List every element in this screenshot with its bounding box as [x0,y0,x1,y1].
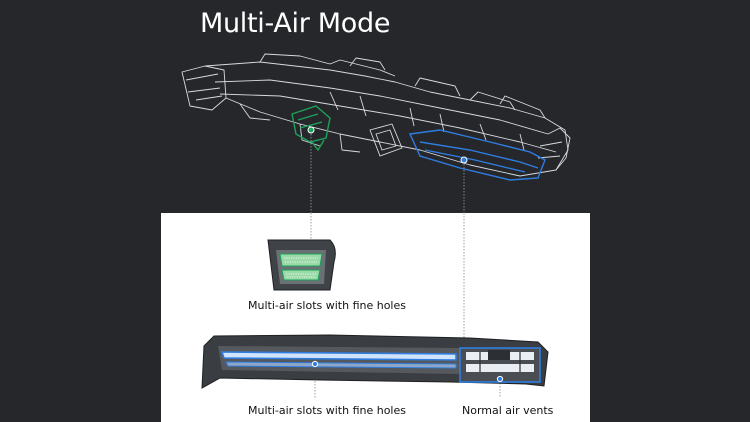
caption-small-slot: Multi-air slots with fine holes [248,299,406,312]
detail-panel [161,213,590,422]
caption-strip-slot: Multi-air slots with fine holes [248,404,406,417]
long-slot-strip [201,334,549,389]
air-duct-assembly-drawing [181,53,571,213]
blue-marker-dot [460,156,468,164]
strip-marker-dot [311,360,319,368]
vents-marker-dot [496,375,504,383]
green-marker-dot [307,126,315,134]
small-slot-part [267,239,336,291]
page-title: Multi-Air Mode [200,8,391,39]
caption-normal-vents: Normal air vents [462,404,554,417]
